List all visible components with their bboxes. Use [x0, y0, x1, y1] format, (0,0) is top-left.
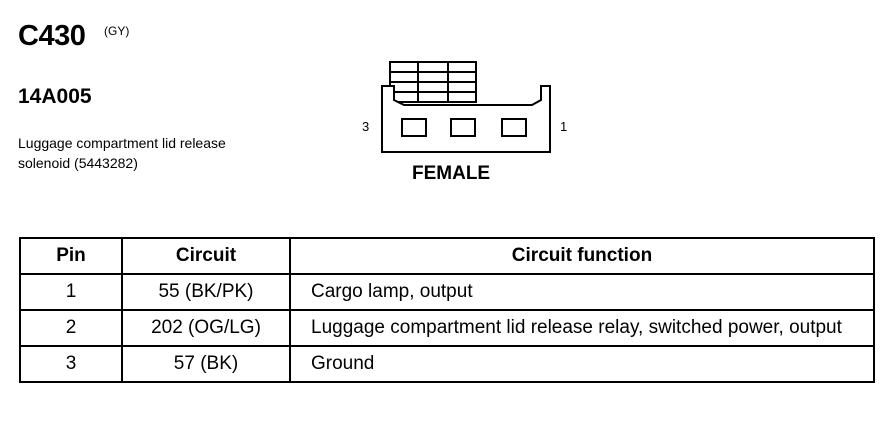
cell-circuit: 57 (BK) — [121, 345, 291, 383]
table-row: 3 57 (BK) Ground — [19, 345, 875, 383]
cell-circuit: 202 (OG/LG) — [121, 309, 291, 347]
connector-color-code: (GY) — [104, 24, 130, 38]
pinout-table: Pin Circuit Circuit function 1 55 (BK/PK… — [19, 237, 875, 383]
table-row: 2 202 (OG/LG) Luggage compartment lid re… — [19, 309, 875, 347]
cell-pin: 2 — [19, 309, 123, 347]
cell-circuit-function: Ground — [289, 345, 875, 383]
connector-id: C430 — [18, 20, 86, 52]
header-circuit-function: Circuit function — [289, 237, 875, 275]
connector-face-diagram — [381, 61, 551, 153]
terminal-cavity-3 — [401, 118, 427, 137]
terminal-cavity-2 — [450, 118, 476, 137]
pin-1-label: 1 — [560, 119, 568, 134]
cell-circuit: 55 (BK/PK) — [121, 273, 291, 311]
pin-3-label: 3 — [362, 119, 370, 134]
part-number: 14A005 — [18, 85, 92, 108]
cell-pin: 1 — [19, 273, 123, 311]
cell-circuit-function: Luggage compartment lid release relay, s… — [289, 309, 875, 347]
connector-gender-label: FEMALE — [412, 163, 491, 184]
table-header-row: Pin Circuit Circuit function — [19, 237, 875, 275]
cell-pin: 3 — [19, 345, 123, 383]
cell-circuit-function: Cargo lamp, output — [289, 273, 875, 311]
header-circuit: Circuit — [121, 237, 291, 275]
header-pin: Pin — [19, 237, 123, 275]
table-row: 1 55 (BK/PK) Cargo lamp, output — [19, 273, 875, 311]
connector-locking-tab — [389, 61, 477, 103]
connector-description: Luggage compartment lid release solenoid… — [18, 135, 226, 171]
terminal-cavity-1 — [501, 118, 527, 137]
